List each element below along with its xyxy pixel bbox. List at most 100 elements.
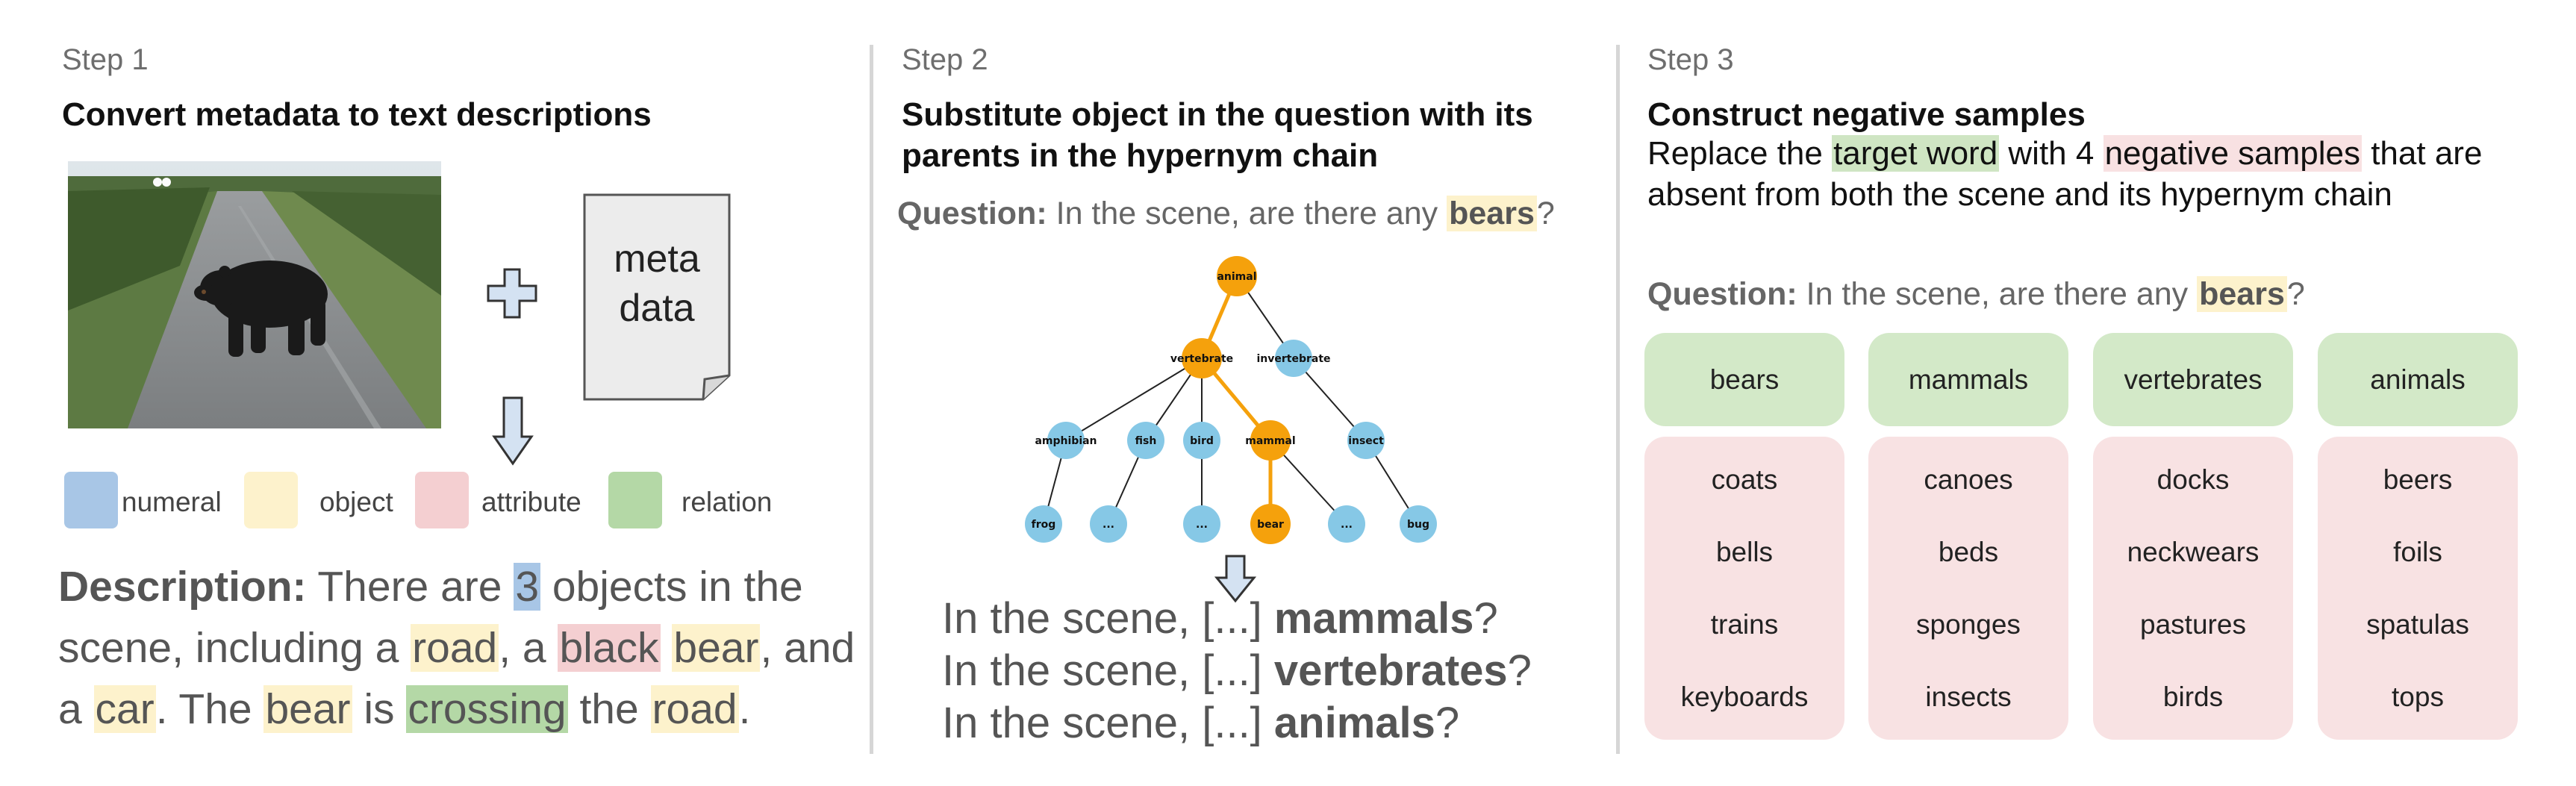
highlight-object: bear (263, 685, 352, 733)
negative-card: beers foils spatulas tops (2318, 437, 2518, 740)
description-text: , and a (58, 624, 855, 733)
result-suffix: ? (1435, 699, 1460, 747)
step2-question: Question: In the scene, are there any be… (897, 196, 1555, 232)
negative-word: birds (2162, 681, 2224, 712)
question-object: bears (1447, 196, 1537, 231)
target-card: vertebrates (2093, 333, 2293, 426)
legend-swatch-object (244, 472, 298, 528)
negative-word: tops (2392, 681, 2444, 712)
negative-word: beers (2383, 464, 2453, 495)
highlight-object: road (650, 685, 739, 733)
bear-photo (68, 161, 441, 428)
tree-node-mammal (1250, 420, 1291, 461)
step3-description: Replace the target word with 4 negative … (1647, 133, 2506, 215)
tree-node-label: amphibian (1035, 435, 1097, 447)
tree-node-label: vertebrate (1170, 353, 1233, 365)
tree-node-label: animal (1217, 271, 1256, 283)
tree-node-label: invertebrate (1256, 353, 1330, 365)
description-text: the (567, 685, 651, 733)
result-suffix: ? (1473, 594, 1498, 643)
divider-2 (1616, 45, 1620, 754)
highlight-relation: crossing (406, 685, 568, 733)
highlight-object: road (411, 624, 499, 672)
tree-node-ellipsis (1183, 505, 1220, 543)
highlight-target-word: target word (1832, 135, 2000, 172)
target-word: bears (1709, 364, 1780, 395)
highlight-attribute: black (558, 624, 661, 672)
step2-title-line2: parents in the hypernym chain (902, 137, 1379, 174)
legend-label-numeral: numeral (122, 487, 222, 517)
negative-word: beds (1938, 537, 1999, 567)
step2-title-line1: Substitute object in the question with i… (902, 96, 1533, 133)
question-text: In the scene, are there any (1047, 196, 1447, 231)
result-word: vertebrates (1273, 646, 1508, 695)
tree-node-insect (1347, 422, 1385, 459)
legend-swatch-numeral (64, 472, 118, 528)
negative-card: coats bells trains keyboards (1644, 437, 1844, 740)
tree-node-label: bear (1257, 519, 1284, 531)
negative-word: docks (2156, 464, 2230, 495)
down-arrow-icon (1214, 555, 1256, 603)
target-word: animals (2370, 364, 2466, 395)
negative-card: canoes beds sponges insects (1868, 437, 2068, 740)
highlight-negative-samples: negative samples (2103, 135, 2362, 172)
highlight-object: car (93, 685, 156, 733)
tree-node-label: frog (1032, 519, 1056, 531)
tree-node-label: ... (1196, 519, 1208, 531)
negative-word: foils (2393, 537, 2442, 567)
desc-text: that are absent from both the scene and … (1647, 135, 2483, 213)
tree-node-label: ... (1103, 519, 1114, 531)
description-text: , a (499, 624, 558, 672)
target-card: bears (1644, 333, 1844, 426)
legend-label-relation: relation (682, 487, 773, 517)
result-prefix: In the scene, [...] (942, 646, 1274, 695)
negative-word: neckwears (2127, 537, 2260, 567)
negative-word: keyboards (1680, 681, 1809, 712)
desc-text: with 4 (1999, 135, 2103, 172)
step3-title: Construct negative samples (1647, 96, 2086, 133)
negative-word: canoes (1924, 464, 2013, 495)
legend-swatch-relation (608, 472, 662, 528)
tree-node-animal (1217, 256, 1257, 296)
highlight-numeral: 3 (514, 563, 541, 611)
result-line: In the scene, [...] mammals? (942, 593, 1498, 643)
step2-label: Step 2 (902, 43, 988, 76)
tree-node-amphibian (1047, 422, 1085, 459)
description-text: objects in the scene, including a (58, 563, 803, 672)
negative-word: pastures (2140, 609, 2246, 640)
divider-1 (870, 45, 873, 754)
target-word: vertebrates (2124, 364, 2262, 395)
tree-node-invertebrate (1275, 340, 1312, 377)
tree-node-frog (1025, 505, 1062, 543)
highlight-object: bear (672, 624, 761, 672)
tree-node-fish (1127, 422, 1164, 459)
negative-word: sponges (1916, 609, 2021, 640)
legend-label-object: object (319, 487, 393, 517)
negative-word: spatulas (2366, 609, 2469, 640)
question-end: ? (2286, 276, 2305, 312)
result-word: animals (1273, 699, 1435, 747)
result-line: In the scene, [...] vertebrates? (942, 646, 1532, 696)
tree-node-bird (1183, 422, 1220, 459)
result-prefix: In the scene, [...] (942, 594, 1274, 643)
question-lead: Question: (897, 196, 1047, 231)
result-prefix: In the scene, [...] (942, 699, 1274, 747)
result-word: mammals (1273, 594, 1474, 643)
target-word: mammals (1908, 364, 2029, 395)
result-suffix: ? (1507, 646, 1532, 695)
plus-icon (487, 268, 537, 319)
tree-node-bug (1400, 505, 1437, 543)
negative-word: trains (1710, 609, 1779, 640)
tree-node-label: insect (1348, 435, 1384, 447)
description-text: . (738, 685, 751, 733)
down-arrow-icon (492, 396, 534, 466)
step1-title: Convert metadata to text descriptions (62, 96, 652, 133)
tree-node-bear (1250, 504, 1291, 544)
description-text: There are (306, 563, 514, 611)
negative-word: insects (1925, 681, 2012, 712)
question-object: bears (2197, 276, 2287, 312)
result-line: In the scene, [...] animals? (942, 698, 1459, 748)
tree-node-label: bug (1407, 519, 1429, 531)
negative-word: coats (1711, 464, 1778, 495)
tree-node-label: mammal (1245, 435, 1295, 447)
